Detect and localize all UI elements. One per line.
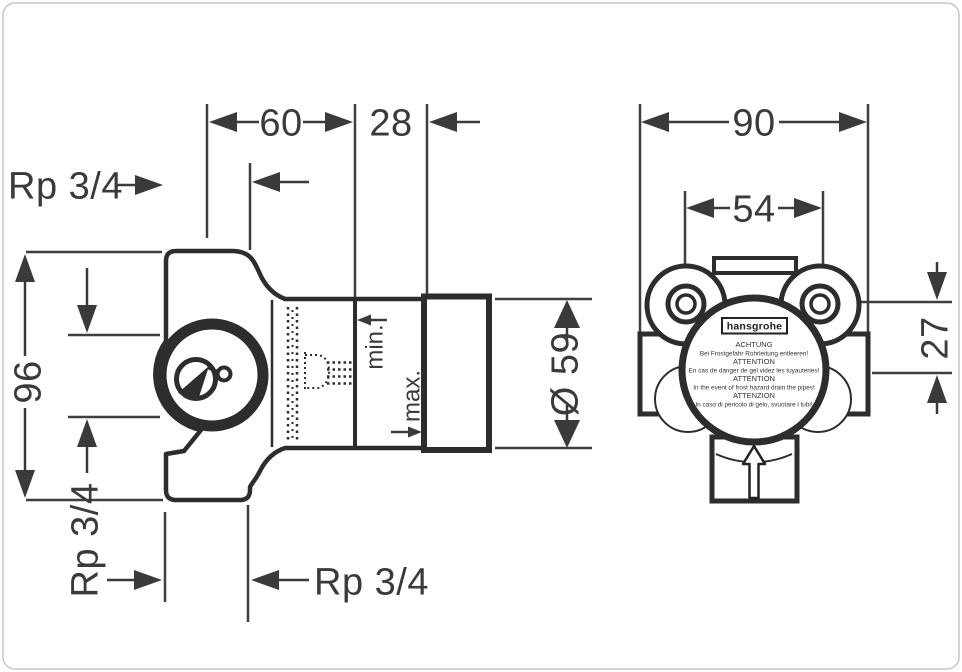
dim-28-label: 28: [369, 102, 412, 144]
arrowhead-icon: [554, 420, 580, 448]
warning-line: In caso di pericolo di gelo, svuotare i …: [695, 402, 812, 409]
mounting-hole-right-inner: [809, 293, 831, 315]
mounting-hole-left-inner: [675, 293, 697, 315]
sleeve-outline: [421, 293, 492, 453]
thread-left-label: Rp 3/4: [64, 483, 106, 598]
arrowhead-icon: [134, 570, 162, 590]
arrowhead-icon: [794, 198, 822, 218]
arrowhead-icon: [325, 112, 353, 132]
dim-60-label: 60: [259, 102, 302, 144]
arrowhead-icon: [252, 172, 280, 192]
arrowhead-icon: [15, 254, 35, 282]
top-tab: [712, 256, 798, 275]
extension-lines: [26, 104, 952, 622]
arrowhead-icon: [209, 112, 237, 132]
min-arrowhead-icon: [357, 314, 371, 326]
warning-line: ATTENTION: [733, 357, 775, 366]
warning-line: En cas de danger de gel videz les tuyaut…: [689, 368, 820, 375]
side-view: min. max.: [153, 248, 492, 503]
flow-direction-arrow-icon: [741, 444, 767, 500]
arrowhead-icon: [839, 112, 867, 132]
dim-diameter-label: Ø 59: [544, 332, 586, 416]
arrowhead-icon: [77, 305, 97, 333]
brand-logo: hansgrohe: [727, 321, 782, 333]
arrowhead-icon: [927, 375, 947, 403]
warning-line: Bei Frostgefahr Rohrleitung entleeren!: [700, 351, 809, 358]
thread-top-label: Rp 3/4: [8, 165, 123, 207]
min-depth-label: min.: [361, 324, 388, 369]
max-depth-label: max.: [398, 370, 425, 422]
front-view: hansgrohe ACHTUNG Bei Frostgefahr Rohrle…: [637, 256, 871, 504]
arrowhead-icon: [135, 175, 163, 195]
spindle-lever: [178, 366, 209, 400]
arrowhead-icon: [554, 300, 580, 328]
protection-cap: [678, 294, 830, 446]
hidden-detail: [304, 352, 331, 391]
warning-line: In the event of frost hazard drain the p…: [693, 385, 815, 392]
dim-27-label: 27: [914, 316, 956, 359]
arrowhead-icon: [927, 272, 947, 300]
max-arrowhead-icon: [408, 426, 422, 438]
warning-line: ACHTUNG: [735, 340, 772, 349]
warning-line: ATTENZION: [733, 391, 775, 400]
arrowhead-icon: [77, 419, 97, 447]
hidden-grid: [327, 361, 354, 385]
arrowhead-icon: [429, 112, 457, 132]
warning-line: ATTENTION: [733, 374, 775, 383]
arrowhead-icon: [15, 470, 35, 498]
cap-label: hansgrohe ACHTUNG Bei Frostgefahr Rohrle…: [689, 317, 820, 409]
dim-90-label: 90: [732, 102, 775, 144]
thread-hidden-lines: [286, 307, 354, 441]
front-view-dimensions: 90 54 27: [641, 102, 956, 414]
dim-96-label: 96: [7, 360, 49, 403]
arrowhead-icon: [251, 570, 279, 590]
spindle-link: [207, 366, 221, 374]
dim-54-label: 54: [732, 188, 775, 230]
side-view-dimensions: 60 28 Rp 3/4 96 Rp 3/4 Rp 3/4 Ø 59: [7, 102, 586, 603]
logo-box: [721, 317, 788, 335]
thread-bottom-label: Rp 3/4: [314, 561, 429, 603]
spindle-knob: [215, 365, 233, 383]
